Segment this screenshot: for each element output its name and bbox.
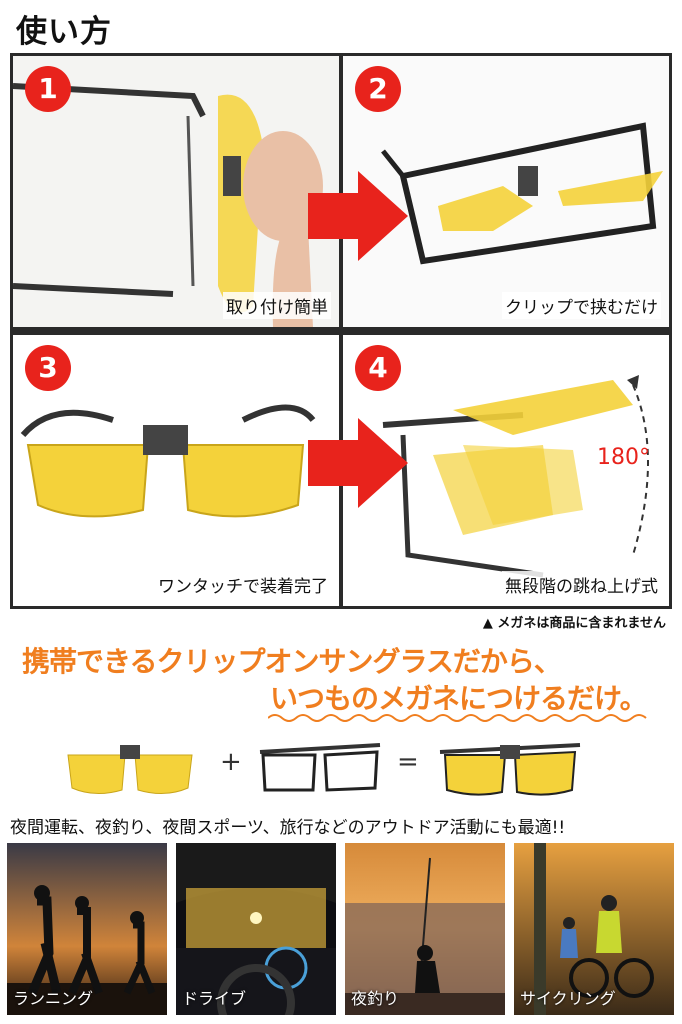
cycling-scene bbox=[514, 843, 674, 1015]
fishing-scene bbox=[345, 843, 505, 1015]
photo-running: ランニング bbox=[7, 843, 167, 1015]
page-title: 使い方 bbox=[16, 14, 112, 50]
clip-lens-icon bbox=[67, 745, 193, 794]
angle-label: 180° bbox=[597, 445, 650, 470]
usage-tagline: 夜間運転、夜釣り、夜間スポーツ、旅行などのアウトドア活動にも最適!! bbox=[10, 818, 566, 838]
wavy-underline bbox=[268, 714, 647, 722]
running-scene bbox=[7, 843, 167, 1015]
step-caption: 取り付け簡単 bbox=[223, 292, 331, 319]
drive-scene bbox=[176, 843, 336, 1015]
plus-sign: + bbox=[220, 747, 242, 777]
step-number: 3 bbox=[25, 345, 71, 391]
step-2-panel: 2 クリップで挟むだけ bbox=[343, 56, 669, 327]
step-caption: 無段階の跳ね上げ式 bbox=[502, 571, 661, 598]
step-number: 1 bbox=[25, 66, 71, 112]
photo-label: サイクリング bbox=[520, 989, 616, 1008]
photo-label: ドライブ bbox=[182, 989, 247, 1008]
step-1-panel: 1 取り付け簡単 bbox=[13, 56, 339, 327]
photo-label: 夜釣り bbox=[351, 989, 400, 1008]
arrow-right-icon bbox=[308, 171, 408, 261]
clip-plus-glasses-equation: + = bbox=[60, 735, 620, 805]
glasses-with-clip-icon bbox=[439, 743, 581, 796]
photo-cycling: サイクリング bbox=[514, 843, 674, 1015]
step-number: 4 bbox=[355, 345, 401, 391]
headline-line1: 携帯できるクリップオンサングラスだから、 bbox=[22, 645, 562, 678]
step-caption: クリップで挟むだけ bbox=[502, 292, 661, 319]
headline-line2: いつものメガネにつけるだけ。 bbox=[270, 682, 648, 715]
equals-sign: = bbox=[397, 747, 419, 777]
glasses-icon bbox=[259, 743, 381, 792]
step-caption: ワンタッチで装着完了 bbox=[155, 571, 331, 598]
disclaimer-note: ▲ メガネは商品に含まれません bbox=[482, 616, 666, 631]
photo-label: ランニング bbox=[13, 989, 94, 1008]
photo-drive: ドライブ bbox=[176, 843, 336, 1015]
step-3-panel: 3 ワンタッチで装着完了 bbox=[13, 335, 339, 606]
photo-fishing: 夜釣り bbox=[345, 843, 505, 1015]
step-number: 2 bbox=[355, 66, 401, 112]
steps-grid: 1 取り付け簡単 2 クリップで挟むだけ 3 ワンタッチで装着完了 bbox=[10, 53, 672, 609]
arrow-right-icon bbox=[308, 418, 408, 508]
